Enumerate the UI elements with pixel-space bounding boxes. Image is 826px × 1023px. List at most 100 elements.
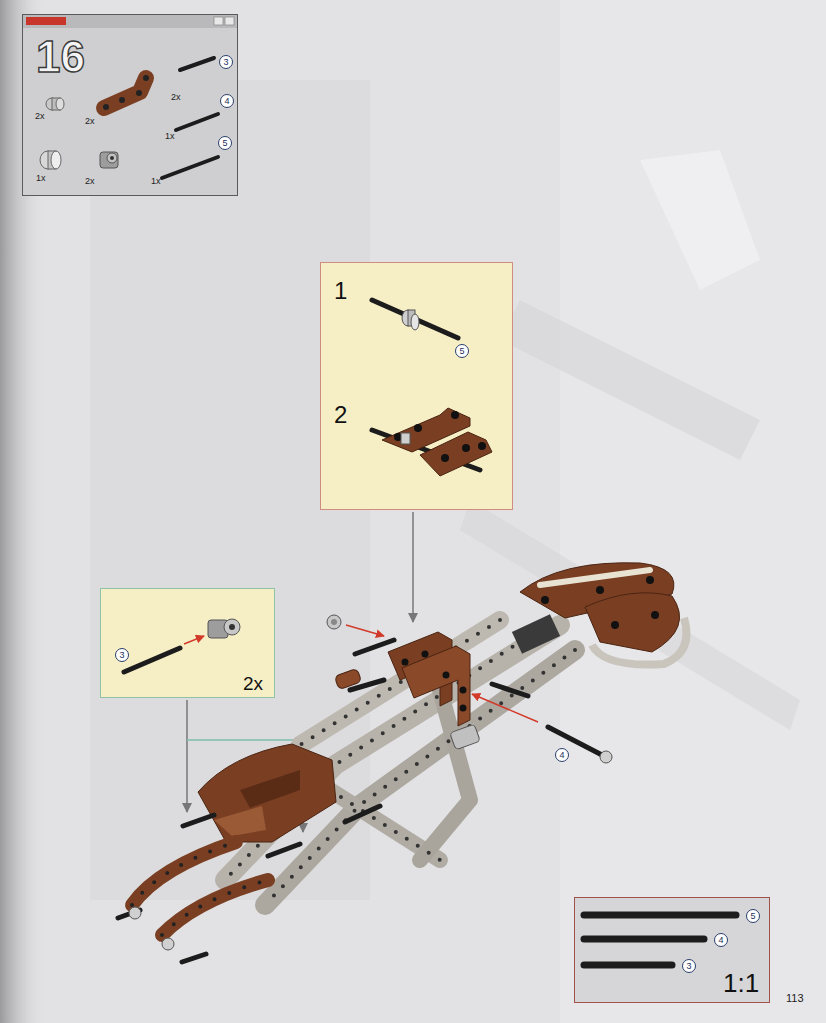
model-illustration: [162, 880, 268, 935]
callout-number: 4: [714, 933, 728, 947]
model-illustration: [646, 576, 654, 584]
callout-number: 5: [218, 136, 232, 150]
substep-panel: [100, 588, 275, 698]
model-illustration: [132, 842, 236, 905]
subassembly-panel: [414, 424, 422, 432]
substep-panel: [224, 619, 240, 635]
parts-panel: [180, 58, 214, 70]
scale-panel: [574, 897, 770, 1003]
callout-number: 4: [220, 94, 234, 108]
subassembly-box: 1 5 2: [320, 262, 513, 510]
parts-panel: [162, 157, 218, 178]
model-illustration: [183, 815, 214, 826]
quantity-label: 1x: [36, 174, 46, 183]
model-illustration: [162, 938, 174, 950]
parts-panel: [51, 151, 61, 169]
callout-number: 3: [115, 648, 129, 662]
parts-panel: [100, 152, 118, 168]
substep-panel: [184, 636, 204, 644]
parts-panel: [143, 75, 149, 81]
subassembly-panel: [462, 444, 470, 452]
callout-number: 5: [746, 909, 760, 923]
subassembly-panel: [320, 262, 513, 510]
model-illustration: [443, 672, 450, 679]
model-illustration: [540, 570, 650, 585]
callout-number: 3: [219, 55, 233, 69]
model-illustration: [541, 596, 549, 604]
model-illustration: [592, 618, 687, 665]
model-illustration: [129, 907, 141, 919]
subassembly-panel: [372, 300, 458, 338]
scale-box: 5431:1: [574, 897, 770, 1003]
model-illustration: [460, 687, 467, 694]
parts-panel: [104, 78, 146, 108]
leader-line: [186, 700, 188, 812]
subassembly-panel: [441, 454, 449, 462]
quantity-label: 1x: [151, 177, 161, 186]
quantity-label: 1x: [165, 132, 175, 141]
subassembly-panel: [320, 262, 513, 510]
quantity-label: 2x: [243, 674, 263, 693]
parts-panel: [176, 114, 218, 130]
subassembly-panel: [451, 411, 459, 419]
model-illustration: [611, 621, 619, 629]
subassembly-panel: [411, 314, 419, 330]
parts-panel: [214, 17, 223, 25]
scale-panel: [584, 936, 704, 943]
model-illustration: [512, 614, 560, 654]
scale-panel: [574, 897, 770, 1003]
substep-box: 3 2x: [100, 588, 275, 698]
model-illustration: [345, 806, 380, 822]
model-illustration: [327, 615, 341, 629]
model-illustration: [162, 880, 268, 935]
callout-number: 5: [455, 344, 469, 358]
model-illustration: [600, 751, 612, 763]
model-illustration: [450, 724, 481, 750]
substep-panel: [229, 624, 235, 630]
background-photo: [640, 150, 760, 290]
parts-panel: [22, 14, 238, 196]
background-photo: [500, 300, 760, 460]
parts-panel: [22, 14, 238, 28]
background-photo: [560, 0, 826, 1023]
scale-panel: [584, 962, 672, 969]
substep-panel: [100, 588, 275, 698]
model-illustration: [422, 651, 429, 658]
subassembly-panel: [420, 432, 492, 476]
model-illustration: [355, 640, 394, 654]
model-illustration: [402, 646, 470, 726]
quantity-label: 2x: [35, 112, 45, 121]
parts-panel: [26, 17, 66, 25]
model-illustration: [350, 680, 384, 690]
model-illustration: [182, 954, 206, 962]
callout-number: 4: [555, 748, 569, 762]
parts-panel: [22, 14, 238, 196]
subassembly-panel: [478, 442, 486, 450]
parts-list-panel: 162x2x2x31x41x2x1x5: [22, 14, 238, 196]
parts-panel: [103, 104, 109, 110]
quantity-label: 2x: [85, 177, 95, 186]
model-illustration: [651, 611, 659, 619]
substep-number: 1: [334, 279, 347, 303]
scale-panel: [584, 912, 736, 919]
substep-panel: [124, 648, 180, 672]
substep-number: 2: [334, 403, 347, 427]
quantity-label: 2x: [85, 117, 95, 126]
page-number: 113: [786, 993, 804, 1004]
parts-panel: [56, 98, 64, 110]
parts-panel: [110, 156, 114, 160]
model-illustration: [331, 619, 337, 625]
model-illustration: [460, 705, 467, 712]
model-illustration: [472, 694, 538, 722]
model-illustration: [240, 770, 300, 808]
subassembly-panel: [401, 433, 410, 444]
model-illustration: [330, 790, 440, 860]
model-illustration: [346, 625, 384, 636]
parts-panel: [119, 97, 125, 103]
leader-line: [412, 512, 414, 622]
model-illustration: [118, 640, 602, 962]
